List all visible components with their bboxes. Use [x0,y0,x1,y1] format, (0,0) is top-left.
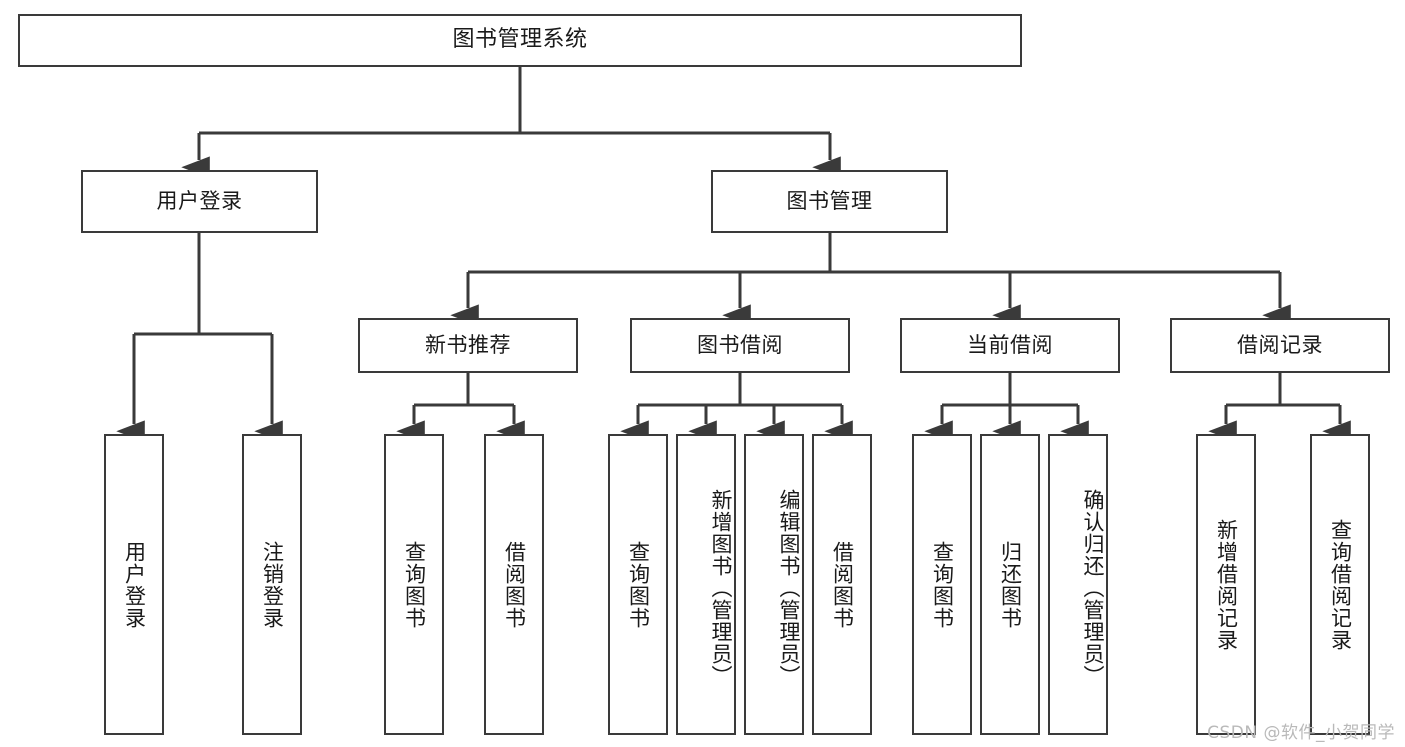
leaf-book-borrow-edit-admin[interactable]: 编辑图书（管理员） [744,434,804,735]
leaf-borrow-record-query[interactable]: 查询借阅记录 [1310,434,1370,735]
leaf-user-login-logout[interactable]: 注销登录 [242,434,302,735]
node-user-login[interactable]: 用户登录 [81,170,318,233]
node-new-book-recommend[interactable]: 新书推荐 [358,318,578,373]
leaf-book-borrow-query[interactable]: 查询图书 [608,434,668,735]
node-borrow-record[interactable]: 借阅记录 [1170,318,1390,373]
leaf-new-book-query[interactable]: 查询图书 [384,434,444,735]
node-book-borrow[interactable]: 图书借阅 [630,318,850,373]
leaf-current-borrow-query[interactable]: 查询图书 [912,434,972,735]
leaf-new-book-borrow[interactable]: 借阅图书 [484,434,544,735]
leaf-book-borrow-borrow[interactable]: 借阅图书 [812,434,872,735]
node-root-system[interactable]: 图书管理系统 [18,14,1022,67]
leaf-current-borrow-confirm-admin[interactable]: 确认归还（管理员） [1048,434,1108,735]
leaf-user-login-login[interactable]: 用户登录 [104,434,164,735]
leaf-current-borrow-return[interactable]: 归还图书 [980,434,1040,735]
node-current-borrow[interactable]: 当前借阅 [900,318,1120,373]
leaf-borrow-record-add[interactable]: 新增借阅记录 [1196,434,1256,735]
leaf-book-borrow-add-admin[interactable]: 新增图书（管理员） [676,434,736,735]
csdn-watermark: CSDN @软件_小贺同学 [1207,723,1395,743]
node-book-management[interactable]: 图书管理 [711,170,948,233]
